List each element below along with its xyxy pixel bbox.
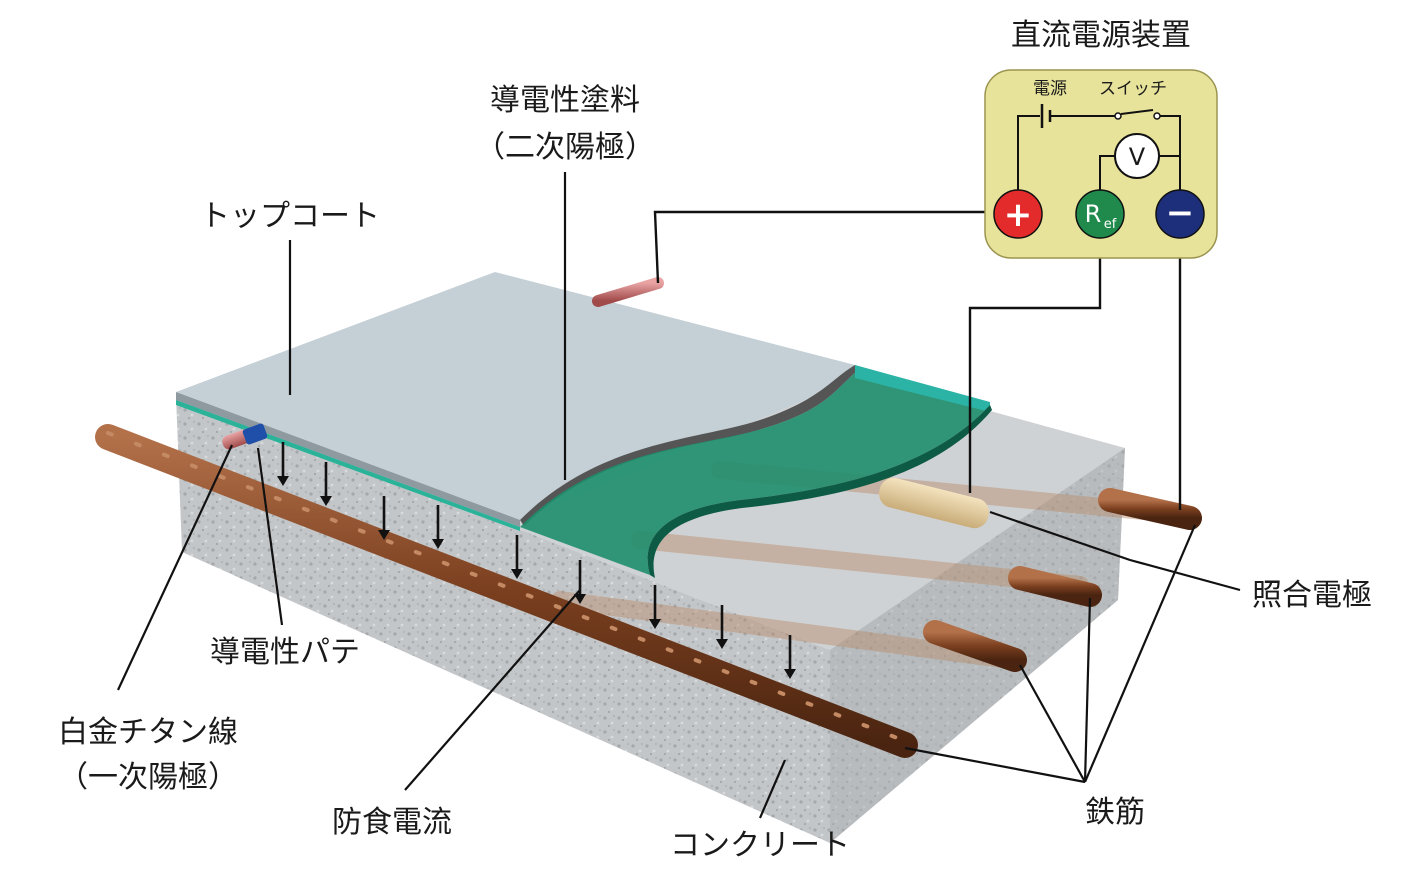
ref-symbol: R	[1085, 200, 1102, 228]
plus-terminal-icon	[993, 189, 1043, 239]
concrete-front-face	[176, 396, 830, 843]
plus-symbol: +	[1004, 195, 1033, 235]
reference-electrode	[879, 477, 989, 529]
label-concrete: コンクリート	[670, 828, 850, 863]
power-label: 電源	[1033, 79, 1067, 99]
label-rebar: 鉄筋	[1085, 795, 1145, 830]
switch-label: スイッチ	[1099, 79, 1167, 99]
leader-lines	[117, 172, 1241, 819]
label-conductive-paint-sub: （二次陽極）	[475, 130, 655, 165]
current-arrow-head-icon	[432, 539, 444, 549]
current-arrow-head-icon	[320, 496, 332, 506]
conductive-paint-layer	[520, 365, 992, 578]
current-arrow-head-icon	[574, 594, 586, 604]
current-arrows	[277, 442, 796, 679]
circuit-wires	[653, 210, 1182, 510]
rebars-right	[923, 488, 1202, 672]
minus-symbol: −	[1166, 193, 1195, 233]
power-supply-box: 直流電源装置 電源 スイッチ V + R ef −	[984, 18, 1218, 259]
minus-terminal-icon	[1155, 189, 1205, 239]
label-anticorrosion-current: 防食電流	[332, 805, 452, 840]
labels: 導電性塗料 （二次陽極） トップコート 導電性パテ 白金チタン線 （一次陽極） …	[58, 83, 1372, 863]
current-arrow-head-icon	[784, 669, 796, 679]
power-supply-title: 直流電源装置	[1011, 18, 1191, 53]
titanium-wire	[222, 277, 664, 450]
current-arrow-head-icon	[378, 530, 390, 540]
label-conductive-putty: 導電性パテ	[210, 635, 360, 670]
label-titanium-wire-sub: （一次陽極）	[58, 760, 238, 795]
label-conductive-paint: 導電性塗料	[490, 83, 640, 118]
ref-subscript: ef	[1104, 217, 1117, 232]
voltmeter-symbol: V	[1129, 143, 1146, 171]
current-arrow-head-icon	[716, 639, 728, 649]
label-top-coat: トップコート	[200, 199, 380, 234]
current-arrow-head-icon	[277, 476, 289, 486]
label-reference-electrode: 照合電極	[1252, 578, 1372, 613]
ref-terminal-icon	[1075, 189, 1125, 239]
front-rebar	[95, 424, 918, 758]
current-arrow-head-icon	[649, 619, 661, 629]
label-titanium-wire: 白金チタン線	[58, 715, 238, 750]
current-arrow-head-icon	[511, 569, 523, 579]
voltmeter	[1114, 133, 1160, 179]
